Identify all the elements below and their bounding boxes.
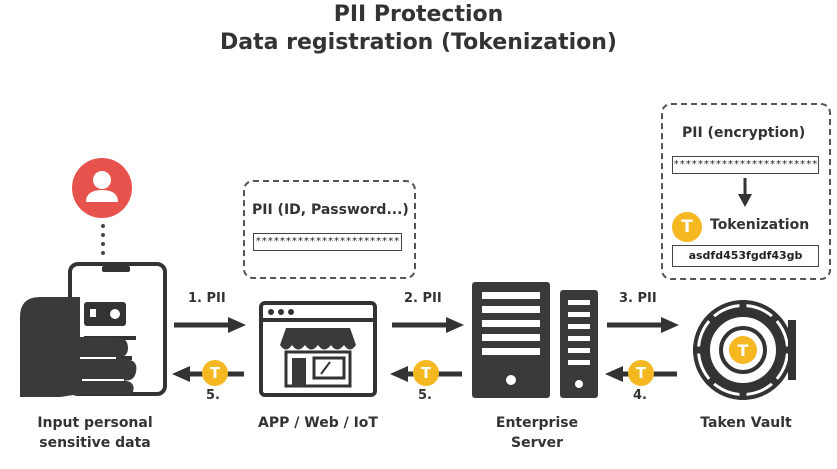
token-icon: T: [413, 360, 439, 386]
user-caption-line2: sensitive data: [39, 435, 151, 451]
arrow-5b-label: 5.: [418, 388, 432, 403]
server-caption-line1: Enterprise: [495, 415, 579, 431]
dotted-connector: [101, 224, 105, 255]
user-avatar-icon: [72, 158, 132, 218]
svg-text:T: T: [738, 341, 749, 360]
app-pii-label: PII (ID, Password...): [252, 202, 409, 218]
arrow-right-icon: [607, 317, 679, 333]
vault-pii-box: [661, 103, 831, 280]
store-window-icon: [259, 301, 377, 397]
arrow-right-icon: [392, 317, 464, 333]
token-value-field: asdfd453fgdf43gb: [672, 245, 819, 267]
user-caption-line1: Input personal: [37, 415, 153, 431]
app-caption: APP / Web / IoT: [258, 415, 378, 431]
phone-hand-icon: [20, 262, 167, 397]
tokenization-label: Tokenization: [710, 217, 810, 233]
user-caption: Input personal sensitive data: [20, 413, 170, 453]
vault-icon: T: [693, 300, 796, 400]
vault-pii-field: ************************: [672, 156, 819, 174]
server-caption-line2: Server: [510, 435, 563, 451]
diagram-subtitle: Data registration (Tokenization): [220, 30, 617, 55]
token-icon: T: [202, 360, 228, 386]
token-icon: T: [672, 212, 702, 242]
arrow-2-label: 2. PII: [404, 291, 442, 306]
arrow-right-icon: [174, 317, 246, 333]
arrow-5a-label: 5.: [206, 388, 220, 403]
vault-caption: Taken Vault: [700, 415, 792, 431]
arrow-4-label: 4.: [633, 388, 647, 403]
app-pii-field: ************************: [253, 233, 402, 251]
arrow-1-label: 1. PII: [188, 291, 226, 306]
diagram-title: PII Protection: [333, 2, 504, 27]
server-caption: Enterprise Server: [472, 413, 602, 453]
server-icon: [472, 282, 598, 398]
app-pii-box: [243, 180, 416, 279]
arrow-down-icon: [738, 178, 752, 207]
token-icon: T: [628, 360, 654, 386]
vault-pii-label: PII (encryption): [682, 125, 806, 141]
arrow-3-label: 3. PII: [619, 291, 657, 306]
